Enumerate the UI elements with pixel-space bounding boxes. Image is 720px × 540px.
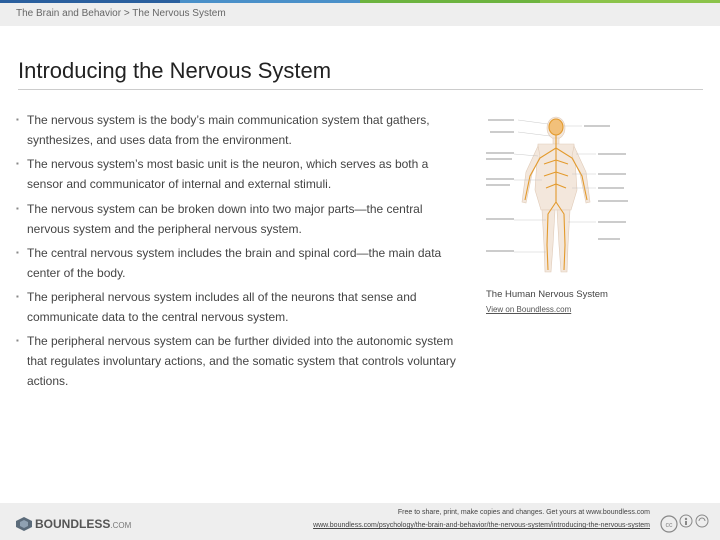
source-url-link[interactable]: www.boundless.com/psychology/the-brain-a… [313,522,650,529]
boundless-logo-icon [16,517,32,531]
bullet-item: The peripheral nervous system can be fur… [16,331,466,391]
top-color-stripes [0,0,720,3]
bullet-item: The nervous system’s most basic unit is … [16,154,466,194]
slide-title: Introducing the Nervous System [18,58,332,83]
bullet-item: The peripheral nervous system includes a… [16,287,426,327]
stripe-3 [360,0,540,3]
footer: BOUNDLESS.COM Free to share, print, make… [0,503,720,540]
nervous-system-illustration [486,116,628,273]
license-text: Free to share, print, make copies and ch… [397,509,650,516]
logo-wordmark: BOUNDLESS.COM [35,517,132,531]
top-bar: The Brain and Behavior > The Nervous Sys… [0,0,720,26]
svg-text:cc: cc [666,522,674,529]
bullet-item: The central nervous system includes the … [16,243,466,283]
boundless-logo[interactable]: BOUNDLESS.COM [16,517,131,531]
stripe-1 [0,0,180,3]
creative-commons-icon: cc [660,514,709,533]
figure-caption: The Human Nervous System [486,289,608,300]
view-on-boundless-link[interactable]: View on Boundless.com [486,305,572,314]
title-divider [18,89,703,90]
breadcrumb: The Brain and Behavior > The Nervous Sys… [16,8,226,19]
stripe-2 [180,0,360,3]
bullet-item: The nervous system can be broken down in… [16,199,466,239]
stripe-4 [540,0,720,3]
bullet-item: The nervous system is the body’s main co… [16,110,466,150]
